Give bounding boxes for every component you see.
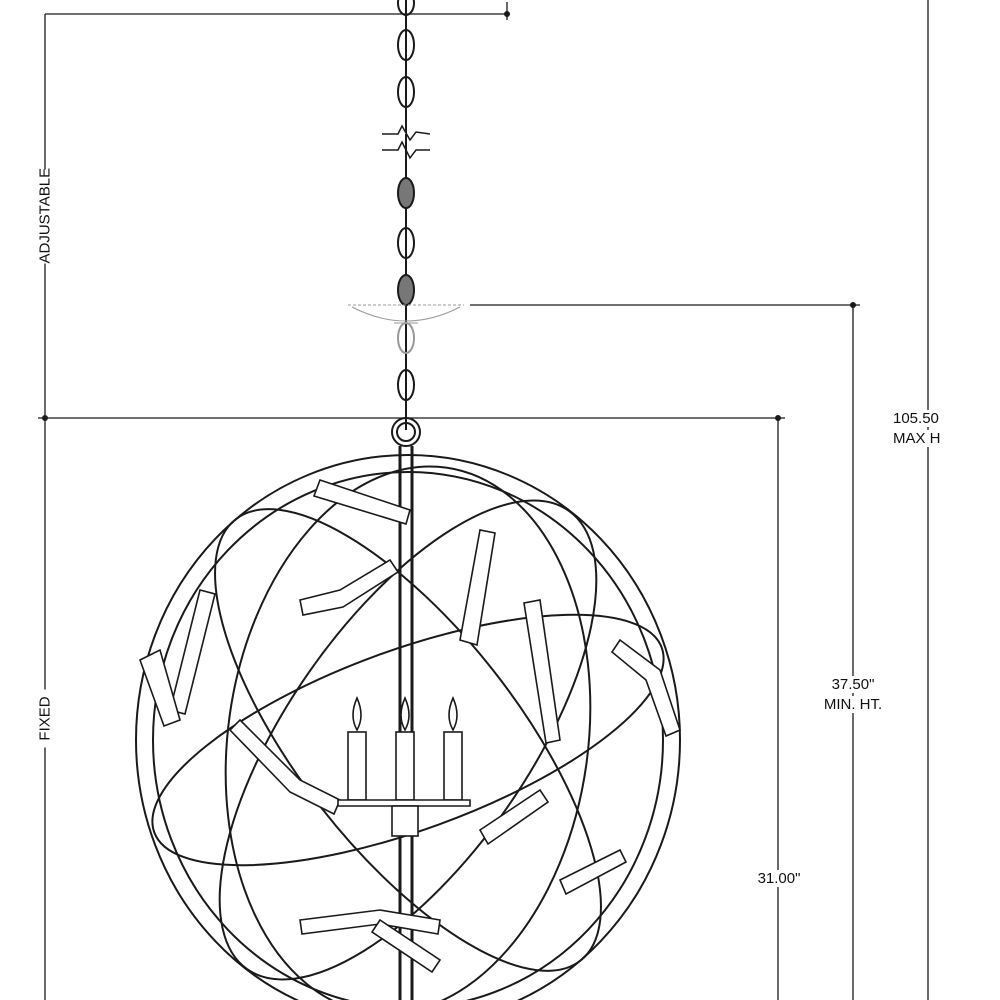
- chain: [391, 0, 421, 447]
- sphere-frame: [135, 446, 681, 1000]
- max-height-label: MAX H: [893, 430, 963, 447]
- fixed-label: FIXED: [36, 689, 54, 748]
- branches: [139, 478, 681, 974]
- break-symbol: [382, 124, 431, 160]
- adjustable-label: ADJUSTABLE: [36, 167, 54, 264]
- candle-cluster: [337, 696, 471, 837]
- fixture-height-value: 31.00": [746, 870, 812, 887]
- min-height-label: MIN. HT.: [810, 696, 896, 713]
- min-height-value: 37.50": [810, 676, 896, 693]
- max-height-value: 105.50: [893, 410, 963, 427]
- canopy: [348, 304, 464, 324]
- dimension-lines: [38, 0, 929, 1000]
